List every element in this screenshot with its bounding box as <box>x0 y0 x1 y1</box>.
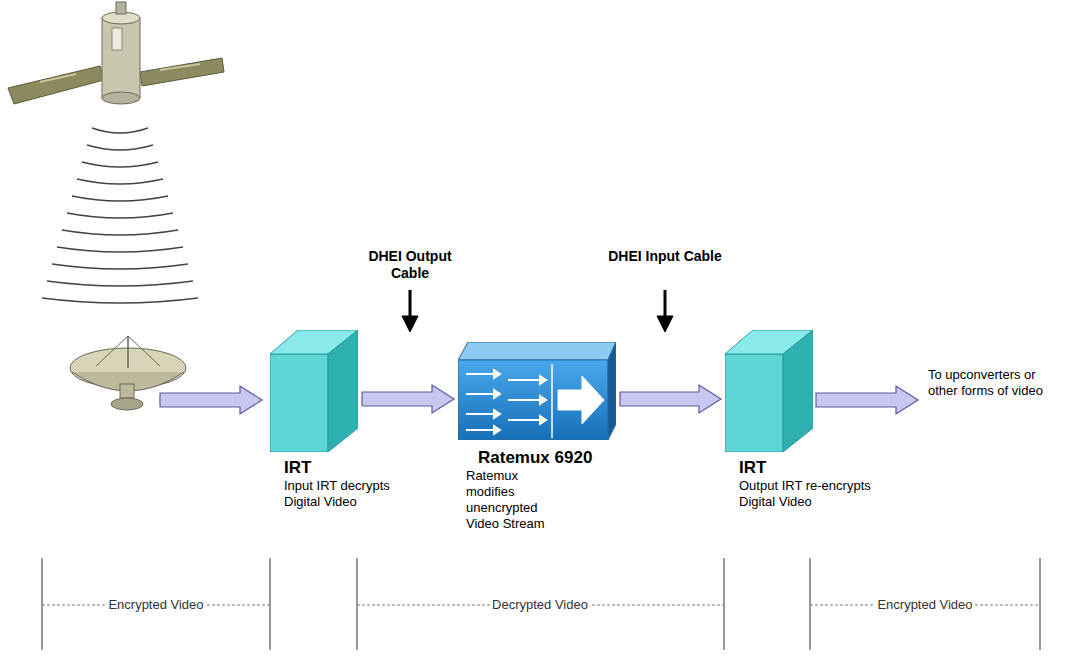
box-graphic <box>725 330 813 452</box>
destination-note: To upconverters or other forms of video <box>928 367 1066 399</box>
device-name: IRT <box>739 458 875 478</box>
signal-waves <box>42 128 198 303</box>
span-label: Decrypted Video <box>490 597 590 613</box>
device-description: Output IRT re-encrypts Digital Video <box>739 478 875 510</box>
signal-wave <box>72 196 168 201</box>
signal-arrow <box>160 386 262 414</box>
signal-wave <box>42 298 198 303</box>
cable-arrow <box>362 385 454 413</box>
signal-wave <box>47 281 193 286</box>
span-label: Encrypted Video <box>875 597 974 613</box>
signal-wave <box>57 247 183 252</box>
cable-arrow <box>620 385 721 413</box>
irt-box: IRTOutput IRT re-encrypts Digital Video <box>725 330 875 510</box>
signal-wave <box>77 179 163 184</box>
cable-label: DHEI Input Cable <box>605 248 725 265</box>
cable-pointer <box>402 290 673 332</box>
device-description: Input IRT decrypts Digital Video <box>284 478 420 510</box>
output-arrow <box>816 386 918 414</box>
span-bracket <box>42 558 1040 650</box>
box-shape <box>270 330 358 452</box>
device-name: IRT <box>284 458 420 478</box>
satellite <box>8 2 224 104</box>
signal-wave <box>92 128 148 133</box>
signal-wave <box>67 213 173 218</box>
device-description: Ratemux modifies unencrypted Video Strea… <box>466 468 570 532</box>
span-label: Encrypted Video <box>106 597 205 613</box>
cable-label: DHEI Output Cable <box>350 248 470 282</box>
ratemux-box: Ratemux 6920Ratemux modifies unencrypted… <box>458 342 618 532</box>
irt-box: IRTInput IRT decrypts Digital Video <box>270 330 420 510</box>
box-shape <box>725 330 813 452</box>
signal-wave <box>82 162 158 167</box>
signal-wave <box>87 145 153 150</box>
box-graphic <box>270 330 358 452</box>
signal-wave <box>62 230 178 235</box>
signal-wave <box>52 264 188 269</box>
box-graphic <box>458 342 616 440</box>
box-shape <box>458 342 616 440</box>
device-name: Ratemux 6920 <box>478 448 618 468</box>
